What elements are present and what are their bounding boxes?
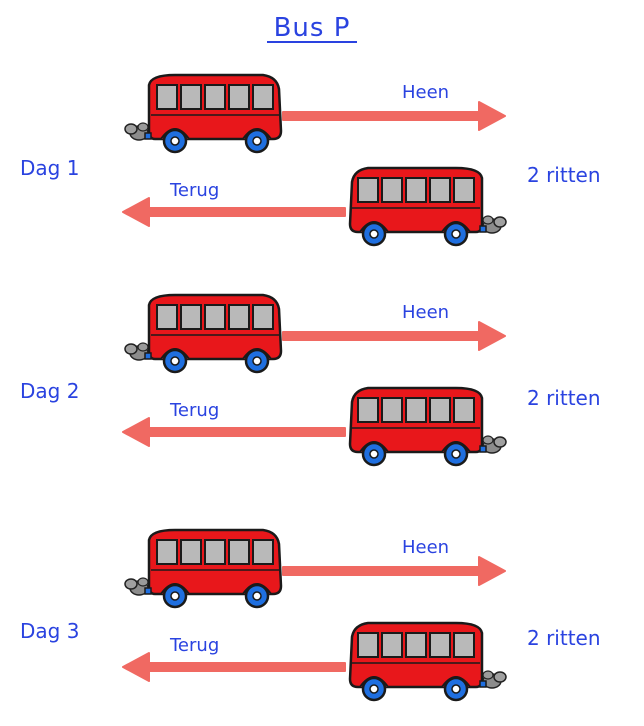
bus-icon [123, 73, 283, 154]
outbound-label: Heen [402, 537, 449, 558]
arrow-left-icon [122, 652, 346, 682]
page-title-group: Bus P [267, 13, 357, 43]
day-label: Dag 3 [20, 619, 79, 643]
arrow-left-icon [122, 417, 346, 447]
outbound-label: Heen [402, 82, 449, 103]
bus-icon [348, 386, 508, 467]
trips-label: 2 ritten [527, 626, 601, 650]
bus-icon [123, 528, 283, 609]
day-label: Dag 2 [20, 379, 79, 403]
bus-icon [123, 293, 283, 374]
page-title: Bus P [274, 13, 351, 43]
arrow-right-icon [282, 321, 506, 351]
day-label: Dag 1 [20, 156, 79, 180]
return-label: Terug [169, 635, 219, 656]
bus-icon [348, 621, 508, 702]
trips-label: 2 ritten [527, 163, 601, 187]
return-label: Terug [169, 400, 219, 421]
arrow-right-icon [282, 556, 506, 586]
return-label: Terug [169, 180, 219, 201]
outbound-label: Heen [402, 302, 449, 323]
trips-label: 2 ritten [527, 386, 601, 410]
bus-icon [348, 166, 508, 247]
arrow-left-icon [122, 197, 346, 227]
arrow-right-icon [282, 101, 506, 131]
